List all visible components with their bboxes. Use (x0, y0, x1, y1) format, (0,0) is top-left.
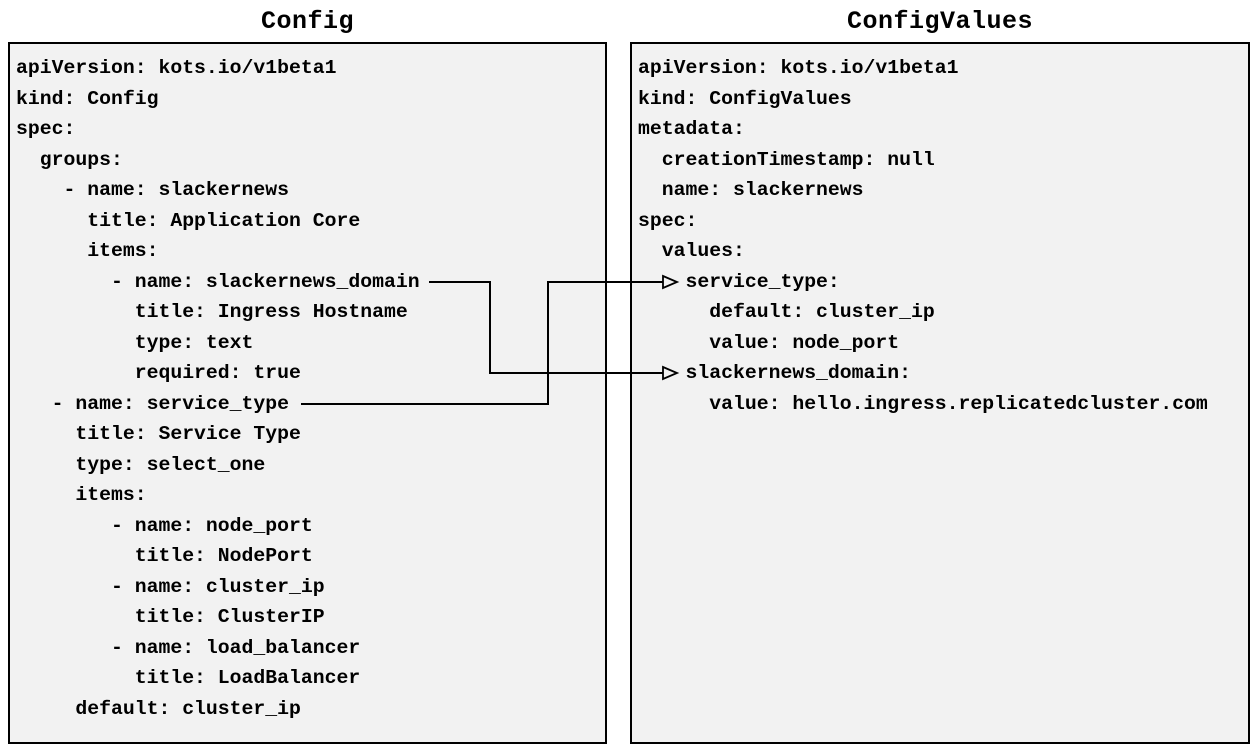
configvalues-panel: apiVersion: kots.io/v1beta1 kind: Config… (630, 42, 1250, 744)
configvalues-panel-title: ConfigValues (846, 7, 1034, 36)
config-panel: apiVersion: kots.io/v1beta1 kind: Config… (8, 42, 607, 744)
config-panel-title: Config (260, 7, 354, 36)
configvalues-yaml-code: apiVersion: kots.io/v1beta1 kind: Config… (638, 57, 1208, 415)
config-yaml-code: apiVersion: kots.io/v1beta1 kind: Config… (16, 57, 420, 720)
